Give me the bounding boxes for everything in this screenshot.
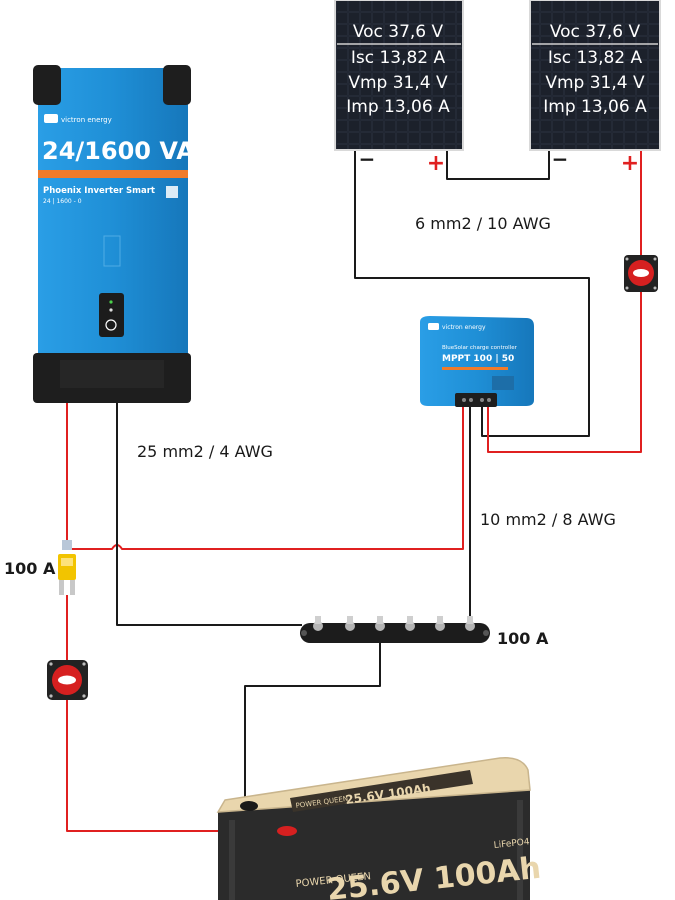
mppt-series: BlueSolar charge controller <box>442 345 518 351</box>
inverter-rating: 24/1600 VA <box>42 137 195 165</box>
lifepo4-battery: POWER QUEEN 25.6V 100Ah POWER QUEEN 25.6… <box>216 757 543 900</box>
battery-negative-terminal <box>240 801 258 811</box>
mppt-logo-icon <box>428 323 439 330</box>
breaker-to-battery-wire <box>66 700 280 832</box>
mppt-led-panel <box>492 376 514 390</box>
inverter-led-icon <box>109 308 113 312</box>
fuse-rating-label: 100 A <box>4 559 56 578</box>
battery-top-label-strip <box>290 770 473 812</box>
mppt-brand: victron energy <box>442 324 486 331</box>
negative-busbar <box>300 616 490 643</box>
panel-2-spec-vmp: Vmp 31,4 V <box>545 73 645 93</box>
panel-1-spec-vmp: Vmp 31,4 V <box>348 73 448 93</box>
inverter-decorative-mark <box>103 235 121 267</box>
panel-1-spec-imp: Imp 13,06 A <box>346 97 450 117</box>
panel-1-negative-label: − <box>359 147 376 171</box>
panel-2-negative-label: − <box>552 147 569 171</box>
pv-positive-wire-lower <box>487 292 642 453</box>
inverter-power-button-icon <box>105 319 117 331</box>
battery-chemistry: LiFePO4 <box>493 837 530 851</box>
mppt-wire-label: 10 mm2 / 8 AWG <box>480 510 616 529</box>
inverter-brand: victron energy <box>61 116 112 124</box>
battery-positive-terminal <box>277 826 297 836</box>
inverter: victron energy 24/1600 VA Phoenix Invert… <box>33 65 195 403</box>
busbar-to-battery-wire <box>244 625 381 803</box>
mppt-charge-controller: victron energy BlueSolar charge controll… <box>420 316 534 407</box>
mppt-model: MPPT 100 | 50 <box>442 354 514 364</box>
solar-panel-1: Voc 37,6 V Isc 13,82 A Vmp 31,4 V Imp 13… <box>334 0 464 176</box>
battery-disconnect-switch <box>47 660 88 700</box>
busbar-rating-label: 100 A <box>497 629 549 648</box>
inverter-orange-stripe <box>38 170 188 178</box>
pv-disconnect-switch <box>624 255 658 292</box>
panel-1-spec-isc: Isc 13,82 A <box>351 48 446 68</box>
inverter-qr-code-icon <box>166 186 178 198</box>
panel-2-spec-imp: Imp 13,06 A <box>543 97 647 117</box>
main-fuse <box>58 540 76 595</box>
busbar-terminals <box>313 616 475 631</box>
panel-2-spec-isc: Isc 13,82 A <box>548 48 643 68</box>
panel-1-positive-label: + <box>427 151 445 176</box>
panel-series-wire <box>446 150 550 180</box>
solar-panel-2: Voc 37,6 V Isc 13,82 A Vmp 31,4 V Imp 13… <box>529 0 661 176</box>
inverter-model: Phoenix Inverter Smart <box>43 186 155 196</box>
pv-negative-wire <box>354 150 590 437</box>
panel-2-spec-voc: Voc 37,6 V <box>550 22 641 42</box>
mppt-terminal-block <box>455 393 497 407</box>
wires <box>66 150 642 832</box>
panel-2-positive-label: + <box>621 151 639 176</box>
inverter-top-left-cap <box>33 65 61 105</box>
inverter-status-display <box>99 293 124 337</box>
inverter-wire-label: 25 mm2 / 4 AWG <box>137 442 273 461</box>
panel-1-spec-voc: Voc 37,6 V <box>353 22 444 42</box>
inverter-negative-wire <box>116 400 302 626</box>
victron-logo-icon <box>44 114 58 123</box>
mppt-orange-stripe <box>442 367 508 370</box>
inverter-top-right-cap <box>163 65 191 105</box>
pv-wire-label: 6 mm2 / 10 AWG <box>415 214 551 233</box>
mppt-positive-wire <box>72 404 464 550</box>
inverter-submodel: 24 | 1600 - 0 <box>43 198 82 205</box>
inverter-led-icon <box>109 300 113 304</box>
